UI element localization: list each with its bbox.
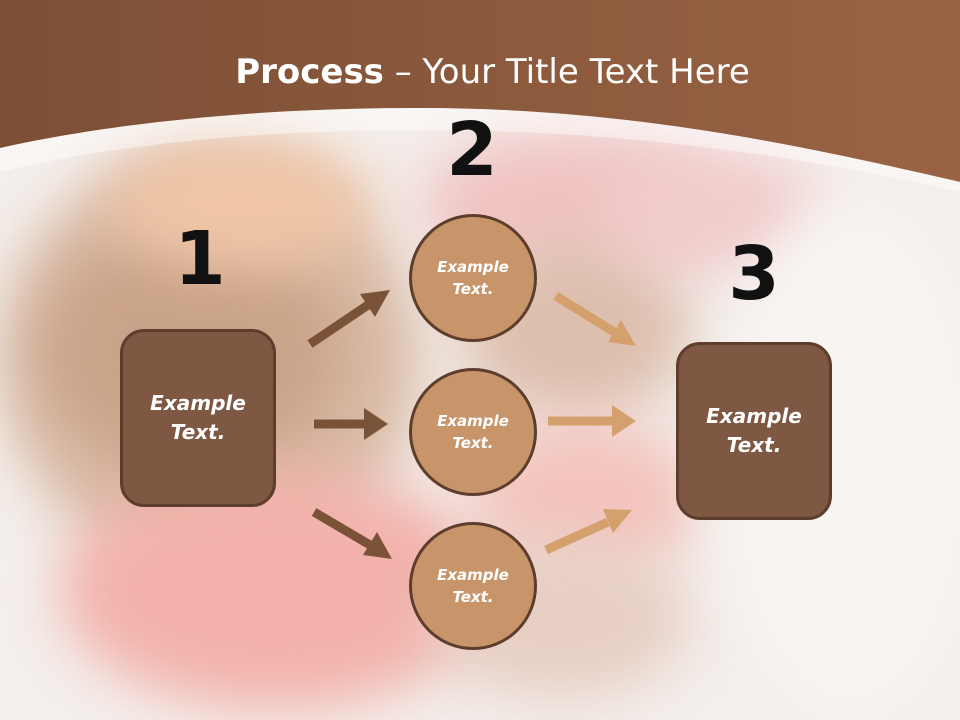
process-box-left: Example Text.	[120, 329, 276, 507]
process-circle-3: Example Text.	[409, 522, 537, 650]
step-number-2: 2	[446, 107, 498, 193]
process-box-right-line1: Example	[706, 404, 802, 428]
process-circle-1: Example Text.	[409, 214, 537, 342]
process-circle-3-line2: Text.	[452, 588, 494, 606]
step-number-1: 1	[174, 216, 226, 302]
title-bold: Process	[235, 52, 384, 92]
arrow-left-middle	[314, 408, 388, 440]
process-box-left-line2: Text.	[170, 420, 226, 444]
arrow-right-down	[553, 292, 636, 346]
process-box-right: Example Text.	[676, 342, 832, 520]
process-box-right-line2: Text.	[726, 433, 782, 457]
arrow-left-down	[311, 508, 392, 559]
arrow-right-up	[544, 509, 632, 555]
process-circle-2-line2: Text.	[452, 434, 494, 452]
slide-title: Process – Your Title Text Here	[0, 52, 960, 92]
process-circle-2-line1: Example	[437, 411, 509, 430]
process-circle-2: Example Text.	[409, 368, 537, 496]
arrow-right-middle	[548, 405, 636, 437]
header-band	[0, 0, 960, 192]
process-circle-1-line2: Text.	[452, 280, 494, 298]
arrow-left-up	[307, 290, 390, 348]
step-number-3: 3	[728, 231, 780, 317]
process-box-left-line1: Example	[150, 391, 246, 415]
process-circle-1-line1: Example	[437, 257, 509, 276]
process-circle-3-line1: Example	[437, 565, 509, 584]
title-rest: – Your Title Text Here	[383, 52, 750, 92]
